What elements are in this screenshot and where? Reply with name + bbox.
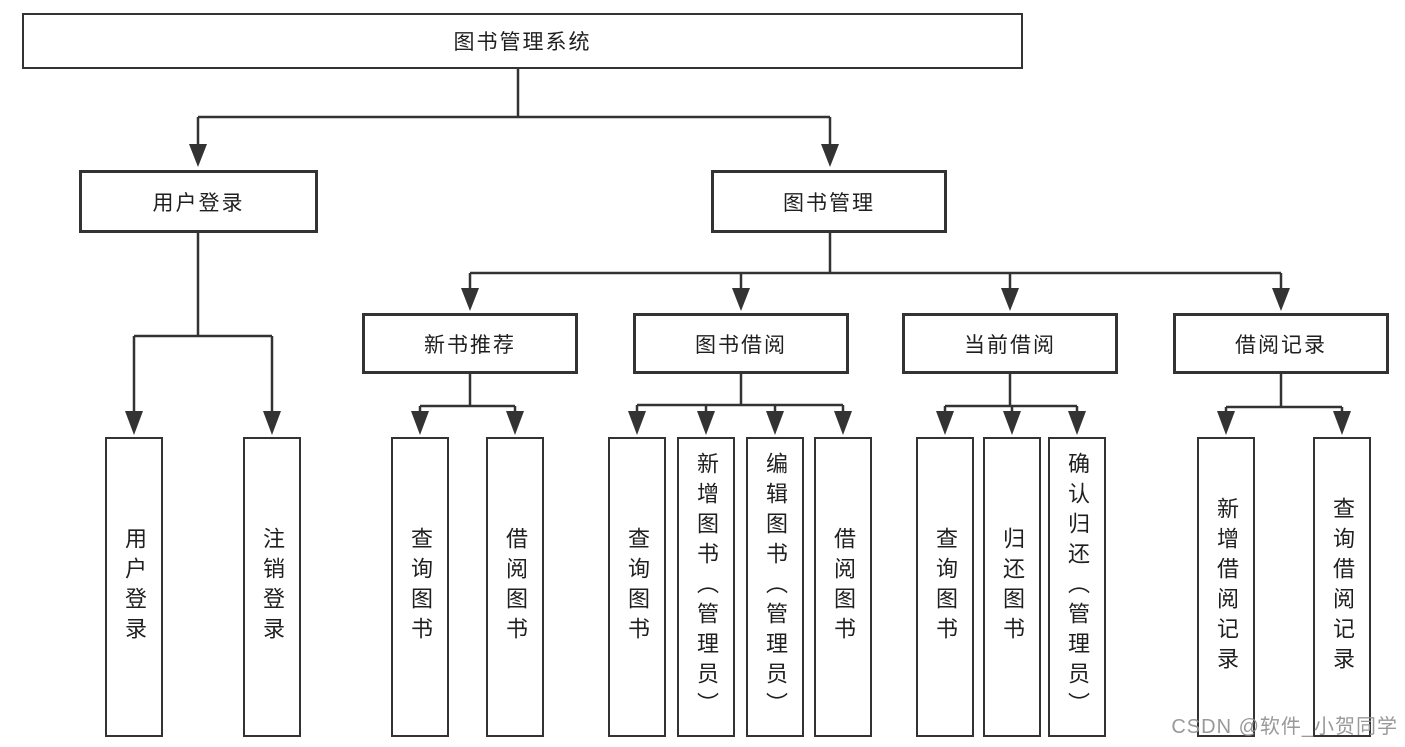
watermark: CSDN @软件_小贺同学 bbox=[1171, 716, 1398, 738]
leaf-return-books: 归还图书 bbox=[983, 437, 1041, 737]
leaf-add-borrow-record: 新增借阅记录 bbox=[1197, 437, 1255, 737]
leaf-logout: 注销登录 bbox=[243, 437, 301, 737]
arrowhead bbox=[1333, 411, 1351, 435]
arrowhead bbox=[189, 144, 207, 167]
connector-user-login-to-leaves bbox=[132, 233, 274, 414]
node-book-management: 图书管理 bbox=[711, 170, 947, 233]
leaf-borrow-books: 借阅图书 bbox=[486, 437, 544, 737]
arrowhead bbox=[628, 411, 646, 435]
node-library-management-system: 图书管理系统 bbox=[22, 13, 1023, 69]
leaf-query-borrow-record: 查询借阅记录 bbox=[1313, 437, 1371, 737]
node-borrow-records: 借阅记录 bbox=[1173, 313, 1389, 374]
connector-book-borrow-to-leaves bbox=[635, 374, 845, 414]
connector-root-to-level2 bbox=[196, 69, 832, 148]
arrowhead bbox=[1272, 288, 1290, 311]
leaf-query-books: 查询图书 bbox=[608, 437, 666, 737]
arrowhead bbox=[461, 288, 479, 311]
leaf-edit-books-admin: 编辑图书（管理员） bbox=[746, 437, 804, 737]
leaf-query-books: 查询图书 bbox=[391, 437, 449, 737]
arrowhead bbox=[732, 288, 750, 311]
arrowhead bbox=[936, 411, 954, 435]
arrowhead bbox=[1003, 411, 1021, 435]
arrowheads bbox=[125, 144, 1351, 435]
node-book-borrow: 图书借阅 bbox=[633, 313, 849, 374]
leaf-add-books-admin: 新增图书（管理员） bbox=[677, 437, 735, 737]
arrowhead bbox=[766, 411, 784, 435]
arrowhead bbox=[1217, 411, 1235, 435]
arrowhead bbox=[697, 411, 715, 435]
connector-new-book-to-leaves bbox=[418, 374, 517, 414]
connector-book-management-to-level3 bbox=[468, 233, 1283, 290]
arrowhead bbox=[411, 411, 429, 435]
node-current-borrow: 当前借阅 bbox=[902, 313, 1118, 374]
leaf-user-login: 用户登录 bbox=[105, 437, 163, 737]
connector-current-borrow-to-leaves bbox=[943, 374, 1079, 414]
node-user-login: 用户登录 bbox=[79, 170, 318, 233]
leaf-query-books: 查询图书 bbox=[916, 437, 974, 737]
leaf-borrow-books: 借阅图书 bbox=[814, 437, 872, 737]
arrowhead bbox=[1068, 411, 1086, 435]
arrowhead bbox=[1001, 288, 1019, 311]
arrowhead bbox=[834, 411, 852, 435]
arrowhead bbox=[821, 144, 839, 167]
node-new-book-recommend: 新书推荐 bbox=[362, 313, 578, 374]
arrowhead bbox=[506, 411, 524, 435]
arrowhead bbox=[263, 411, 281, 435]
leaf-confirm-return-admin: 确认归还（管理员） bbox=[1048, 437, 1106, 737]
arrowhead bbox=[125, 411, 143, 435]
connector-borrow-records-to-leaves bbox=[1224, 374, 1344, 414]
